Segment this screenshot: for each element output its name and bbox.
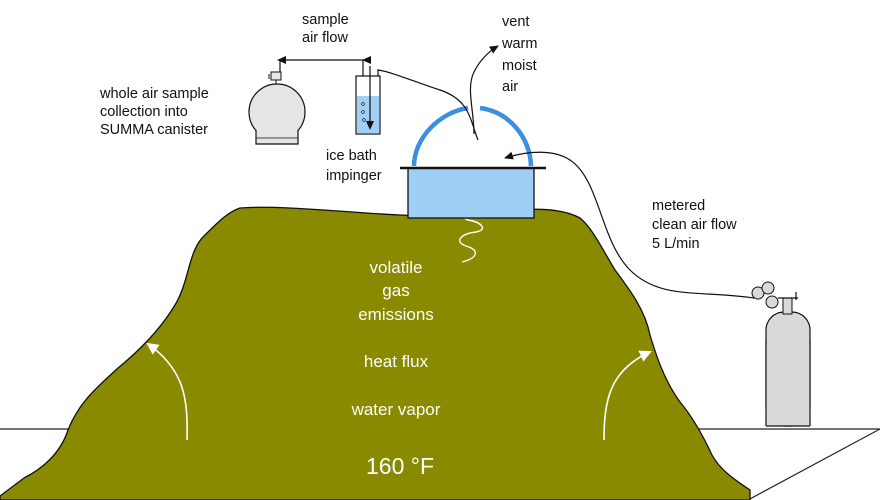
chamber-dome-right <box>479 105 534 167</box>
flux-chamber <box>407 167 535 219</box>
metered-air-label: metered clean air flow 5 L/min <box>652 198 737 252</box>
vent-line-2: warm <box>501 36 537 52</box>
emissions-text: volatile gas emissions <box>358 258 434 324</box>
impinger-label: ice bath impinger <box>326 148 382 184</box>
vent-line-4: air <box>502 79 518 95</box>
summa-canister-label: whole air sample collection into SUMMA c… <box>99 86 209 138</box>
emissions-line-1: volatile <box>370 258 423 277</box>
vent-line-3: moist <box>502 58 537 74</box>
sample-line-chamber-to-impinger <box>377 69 479 141</box>
summa-canister-icon <box>248 71 306 145</box>
sample-air-flow-line-1: sample <box>302 12 349 28</box>
metered-line-1: metered <box>652 198 705 214</box>
sample-air-flow-label: sample air flow <box>302 12 349 46</box>
summa-line-1: whole air sample <box>99 86 209 102</box>
chamber-dome-left <box>411 105 469 167</box>
temperature-label: 160 °F <box>366 453 434 479</box>
heat-flow-arrow-left <box>146 342 188 441</box>
sample-air-flow-line <box>279 56 371 72</box>
metered-line-2: clean air flow <box>652 217 737 233</box>
emissions-line-3: emissions <box>358 305 434 324</box>
sample-flow-arrowhead <box>277 56 286 64</box>
clean-air-line <box>504 151 755 299</box>
impinger-icon <box>355 60 381 135</box>
gas-cylinder-icon <box>751 281 811 427</box>
vent-arrow <box>469 45 499 135</box>
water-vapor-label: water vapor <box>351 400 441 419</box>
impinger-line-1: ice bath <box>326 148 377 164</box>
impinger-line-2: impinger <box>326 168 382 184</box>
vent-label: vent warm moist air <box>501 14 537 95</box>
heat-flux-label: heat flux <box>364 352 429 371</box>
sample-air-flow-line-2: air flow <box>302 30 348 46</box>
summa-line-3: SUMMA canister <box>100 122 208 138</box>
heat-flow-arrow-right <box>603 350 652 441</box>
metered-line-3: 5 L/min <box>652 236 700 252</box>
vent-line-1: vent <box>502 14 529 30</box>
summa-line-2: collection into <box>100 104 188 120</box>
emissions-line-2: gas <box>382 281 409 300</box>
